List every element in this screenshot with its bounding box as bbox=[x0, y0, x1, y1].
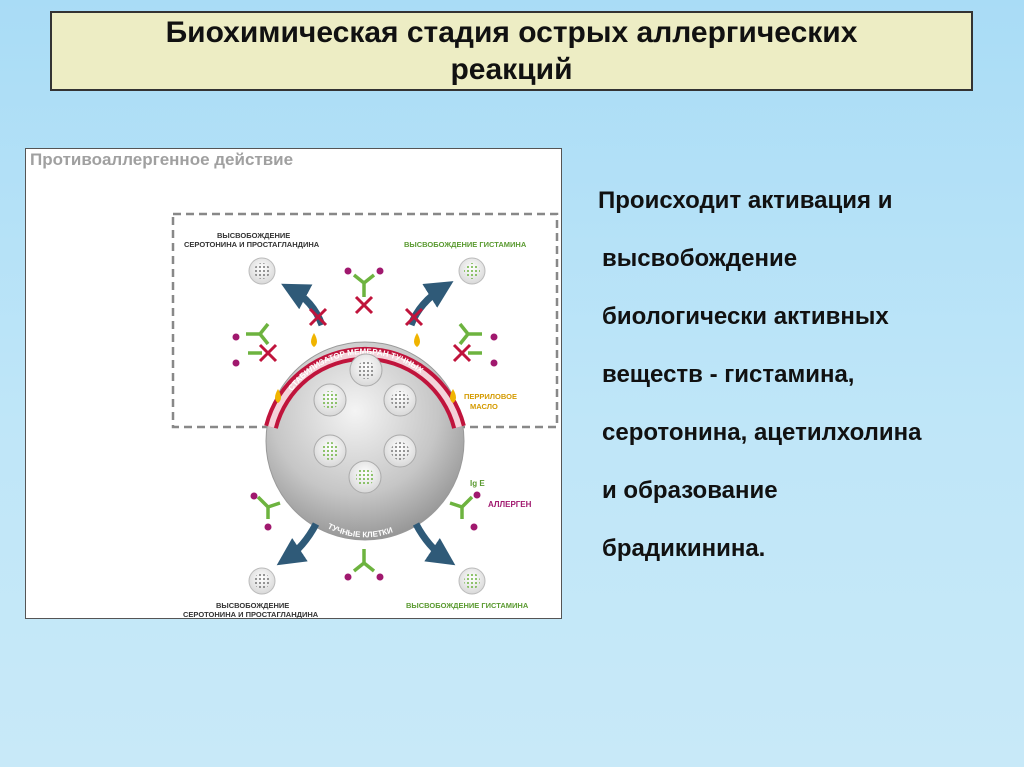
mast-cell bbox=[265, 341, 465, 541]
release-arrow-top-right bbox=[407, 281, 454, 327]
body-line: высвобождение bbox=[602, 245, 798, 272]
label-serotonin-top-2: СЕРОТОНИНА И ПРОСТАГЛАНДИНА bbox=[184, 240, 320, 249]
allergens bbox=[232, 267, 498, 581]
label-histamine-top: ВЫСВОБОЖДЕНИЕ ГИСТАМИНА bbox=[404, 240, 527, 249]
figure-heading: Противоаллергенное действие bbox=[30, 150, 293, 169]
body-line: брадикинина. bbox=[602, 535, 766, 562]
body-line: веществ - гистамина, bbox=[602, 361, 855, 388]
oil-drop-right bbox=[450, 389, 456, 403]
body-line: Происходит активация и bbox=[598, 187, 893, 214]
block-marks bbox=[258, 295, 472, 363]
label-serotonin-bottom-2: СЕРОТОНИНА И ПРОСТАГЛАНДИНА bbox=[183, 610, 319, 619]
mast-cell-diagram: Противоаллергенное действие ВЫСВОБОЖДЕНИ… bbox=[30, 150, 559, 619]
body-line: биологически активных bbox=[602, 303, 889, 330]
label-histamine-bottom: ВЫСВОБОЖДЕНИЕ ГИСТАМИНА bbox=[406, 601, 529, 610]
label-serotonin-top-1: ВЫСВОБОЖДЕНИЕ bbox=[217, 231, 290, 240]
granules-inside bbox=[313, 353, 417, 494]
label-serotonin-bottom-1: ВЫСВОБОЖДЕНИЕ bbox=[216, 601, 289, 610]
release-arrow-bottom-left bbox=[276, 522, 320, 566]
oil-drop-mid-left bbox=[311, 333, 317, 347]
oil-drop-mid-right bbox=[414, 333, 420, 347]
label-oil-2: МАСЛО bbox=[470, 402, 498, 411]
body-text: Происходит активация и высвобождение био… bbox=[598, 172, 1008, 578]
label-ige: Ig E bbox=[470, 479, 485, 488]
label-allergen: АЛЛЕРГЕН bbox=[488, 500, 532, 509]
granule-dots bbox=[254, 263, 270, 279]
oil-drop-left bbox=[275, 389, 281, 403]
body-line: и образование bbox=[602, 477, 778, 504]
body-line: серотонина, ацетилхолина bbox=[602, 419, 922, 446]
slide-title: Биохимическая стадия острых аллергически… bbox=[165, 16, 858, 86]
label-oil-1: ПЕРРИЛОВОЕ bbox=[464, 392, 517, 401]
granule-dots bbox=[464, 263, 480, 279]
diagram-figure: Противоаллергенное действие ВЫСВОБОЖДЕНИ… bbox=[25, 148, 562, 619]
antibodies bbox=[246, 273, 482, 573]
granule-dots bbox=[464, 573, 480, 589]
release-arrow-bottom-right bbox=[412, 522, 456, 566]
granule-dots bbox=[254, 573, 270, 589]
title-box: Биохимическая стадия острых аллергически… bbox=[50, 11, 973, 91]
